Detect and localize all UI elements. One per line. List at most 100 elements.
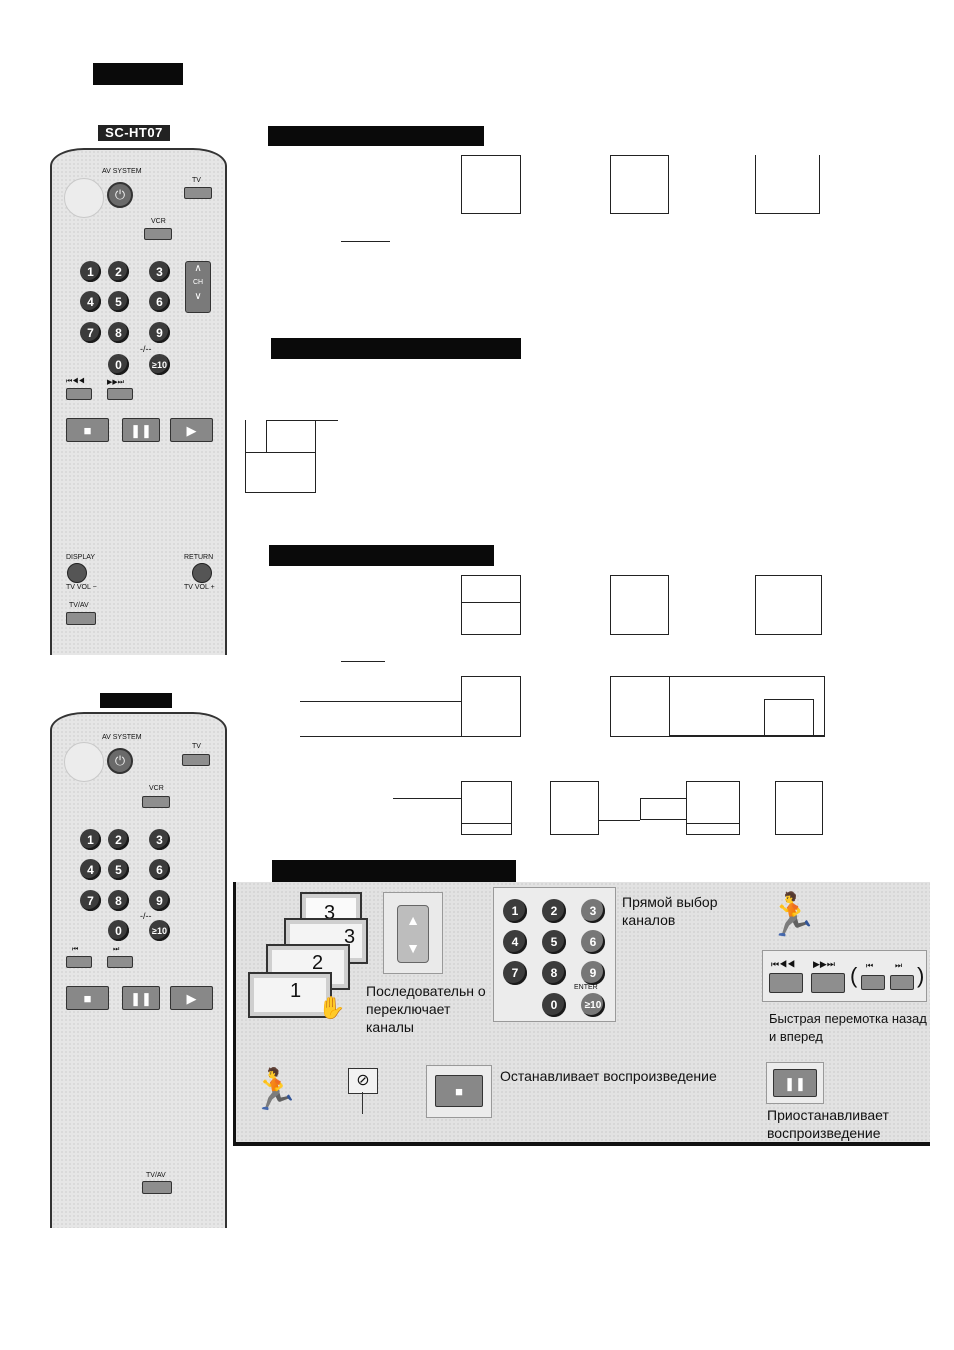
num-4-button[interactable]: 4	[80, 859, 101, 880]
power-button[interactable]: ⏻	[107, 748, 133, 774]
num-4-button[interactable]: 4	[80, 291, 101, 312]
skip-back-button[interactable]	[861, 975, 885, 990]
tv-label: TV	[192, 743, 201, 750]
skip-back-label: ⏮	[866, 961, 874, 970]
redacted-box	[610, 575, 669, 635]
redacted-box	[775, 781, 823, 835]
num-2-button[interactable]: 2	[542, 899, 566, 923]
play-button[interactable]: ▶	[170, 418, 213, 442]
skip-back-button[interactable]	[66, 956, 92, 968]
num-8-button[interactable]: 8	[108, 322, 129, 343]
vcr-button[interactable]	[144, 228, 172, 240]
channel-rocker[interactable]: ∧ CH ∨	[185, 261, 211, 313]
rewind-button[interactable]	[769, 973, 803, 993]
bottom-remote-badge	[100, 693, 172, 708]
num-2-button[interactable]: 2	[108, 261, 129, 282]
tv-label: TV	[192, 177, 201, 184]
skip-forward-button[interactable]	[890, 975, 914, 990]
redacted-box	[461, 155, 521, 214]
redacted-box	[461, 575, 521, 635]
num-3-button[interactable]: 3	[149, 261, 170, 282]
redacted-frame-top	[266, 420, 338, 421]
num-5-button[interactable]: 5	[108, 291, 129, 312]
redacted-underline	[341, 661, 385, 662]
vcr-button[interactable]	[142, 796, 170, 808]
dash-dash-label: -/--	[140, 344, 152, 354]
redacted-box	[461, 781, 512, 835]
skip-forward-button[interactable]	[107, 956, 133, 968]
fast-forward-button[interactable]	[811, 973, 845, 993]
num-1-button[interactable]: 1	[80, 829, 101, 850]
num-9-button[interactable]: 9	[149, 322, 170, 343]
ghost-button	[64, 178, 104, 218]
redacted-line	[393, 798, 461, 799]
pause-button-big[interactable]: ❚❚	[773, 1069, 817, 1097]
num-7-button[interactable]: 7	[80, 890, 101, 911]
stop-button[interactable]: ■	[66, 986, 109, 1010]
pause-button[interactable]: ❚❚	[122, 986, 160, 1010]
wind-buttons-frame: ⏮◀◀ ▶▶⏭ ( ⏮ ⏭ )	[762, 950, 927, 1002]
section-2-title-bar	[271, 338, 521, 359]
redacted-box-divider	[461, 602, 521, 603]
stop-button[interactable]: ■	[66, 418, 109, 442]
return-button[interactable]	[192, 563, 212, 583]
power-icon: ⏻	[114, 187, 126, 202]
num-0-button[interactable]: 0	[542, 993, 566, 1017]
num-2-button[interactable]: 2	[108, 829, 129, 850]
num-9-button[interactable]: 9	[149, 890, 170, 911]
channel-rocker-big[interactable]: ▲ ▼	[397, 905, 429, 963]
num-5-button[interactable]: 5	[108, 859, 129, 880]
redacted-frame	[245, 420, 316, 493]
section-4-title-bar	[272, 860, 516, 882]
num-8-button[interactable]: 8	[542, 961, 566, 985]
enter-label: ENTER	[574, 984, 598, 991]
tv-av-label: TV/AV	[69, 602, 89, 609]
play-button[interactable]: ▶	[170, 986, 213, 1010]
num-1-button[interactable]: 1	[503, 899, 527, 923]
redacted-box-divider	[461, 823, 512, 824]
tv-button[interactable]	[182, 754, 210, 766]
play-icon: ▶	[186, 990, 197, 1006]
pause-button-frame: ❚❚	[766, 1062, 824, 1104]
num-6-button[interactable]: 6	[149, 859, 170, 880]
num-9-button[interactable]: 9	[581, 961, 605, 985]
stop-playback-text: Останавливает воспроизведение	[500, 1068, 717, 1084]
num-0-button[interactable]: 0	[108, 354, 129, 375]
tv-screen-1: 1	[248, 972, 332, 1018]
remote-control-top: AV SYSTEM ⏻ TV VCR 1 2 3 4 5 6 7 8 9 0 -…	[50, 148, 227, 655]
num-6-button[interactable]: 6	[149, 291, 170, 312]
stop-button-big[interactable]: ■	[435, 1075, 483, 1107]
num-1-button[interactable]: 1	[80, 261, 101, 282]
num-5-button[interactable]: 5	[542, 930, 566, 954]
tv-av-button[interactable]	[142, 1181, 172, 1194]
num-7-button[interactable]: 7	[80, 322, 101, 343]
num-3-button[interactable]: 3	[581, 899, 605, 923]
skip-left-label: ⏮	[72, 946, 79, 953]
redacted-box-divider	[686, 823, 740, 824]
channel-up-icon: ▲	[406, 912, 420, 928]
paren-close: )	[917, 963, 925, 988]
redacted-connector	[599, 820, 640, 821]
ten-button[interactable]: ≥10	[149, 354, 170, 375]
display-button[interactable]	[67, 563, 87, 583]
num-3-button[interactable]: 3	[149, 829, 170, 850]
num-6-button[interactable]: 6	[581, 930, 605, 954]
tv-button[interactable]	[184, 187, 212, 199]
num-4-button[interactable]: 4	[503, 930, 527, 954]
power-button[interactable]: ⏻	[107, 182, 133, 208]
num-7-button[interactable]: 7	[503, 961, 527, 985]
stop-icon: ■	[455, 1083, 463, 1099]
return-label: RETURN	[184, 554, 214, 561]
channel-updown-icon: ∧	[194, 263, 202, 274]
ten-button[interactable]: ≥10	[149, 920, 170, 941]
av-system-label: AV SYSTEM	[102, 734, 142, 741]
num-0-button[interactable]: 0	[108, 920, 129, 941]
tv-av-button[interactable]	[66, 612, 96, 625]
num-8-button[interactable]: 8	[108, 890, 129, 911]
skip-back-button[interactable]	[66, 388, 92, 400]
redacted-connector	[640, 798, 686, 820]
pause-playback-text: Приостанавливает воспроизведение	[767, 1107, 889, 1141]
skip-forward-button[interactable]	[107, 388, 133, 400]
pause-button[interactable]: ❚❚	[122, 418, 160, 442]
ten-button[interactable]: ≥10	[581, 993, 605, 1017]
